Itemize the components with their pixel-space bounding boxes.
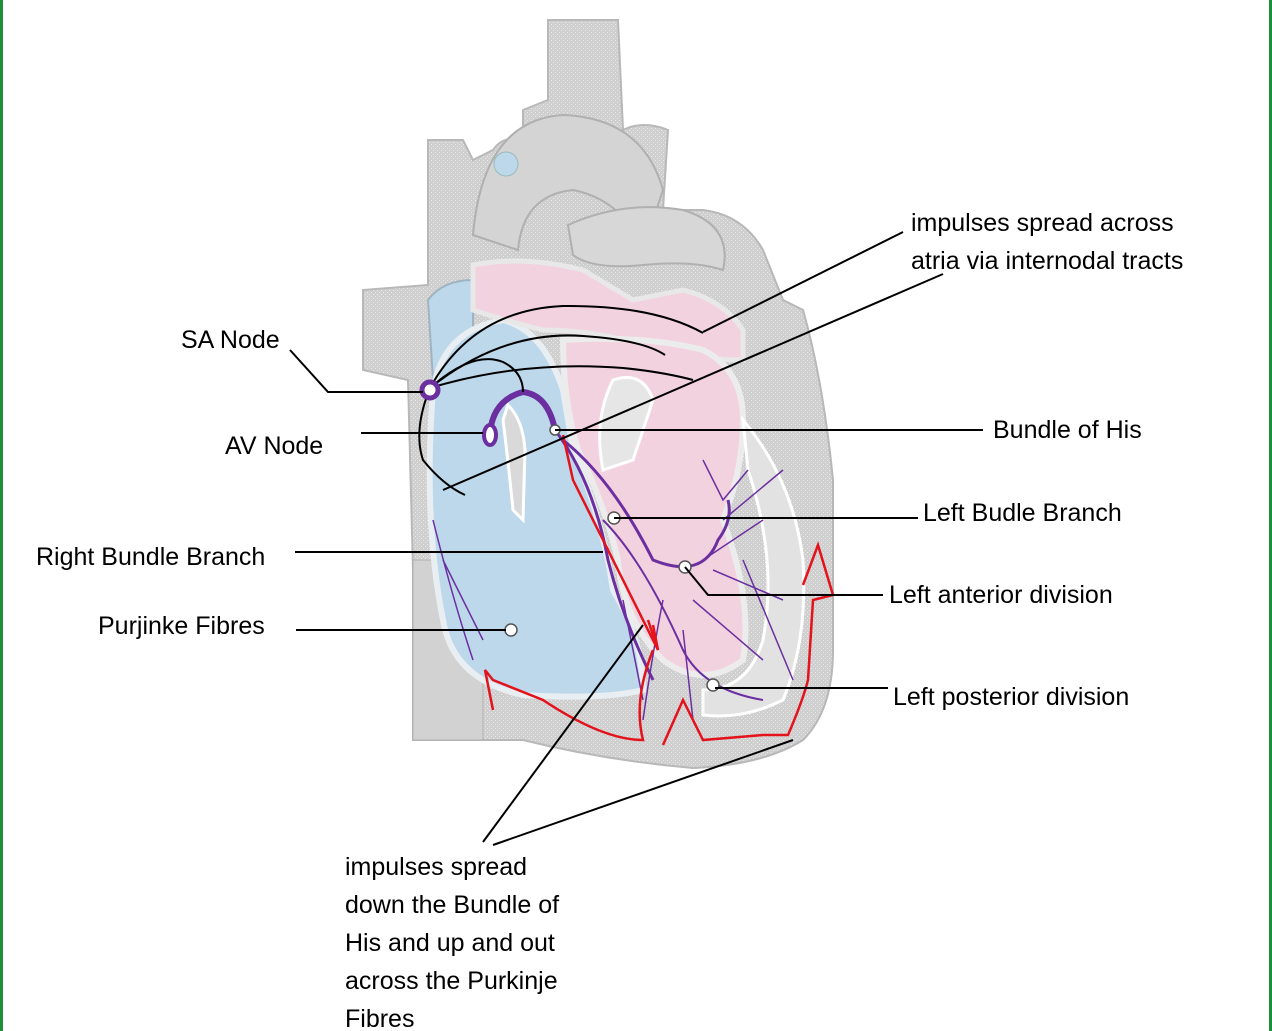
purkinje-marker — [504, 623, 518, 637]
right-bundle-branch-label: Right Bundle Branch — [36, 543, 265, 571]
bottom-note-line-4: across the Purkinje — [345, 967, 558, 995]
av-node-marker — [482, 423, 498, 447]
impulse-route — [483, 434, 835, 746]
purkinje-fibres-label: Purjinke Fibres — [98, 612, 265, 640]
atria-note-line-1: impulses spread across — [911, 209, 1174, 237]
labels: SA Node AV Node Bundle of His Left Budle… — [36, 209, 1183, 1031]
bottom-note-line-2: down the Bundle of — [345, 891, 559, 919]
posterior-division-marker — [706, 678, 720, 692]
bottom-note-leader-2 — [492, 739, 794, 846]
atria-note-leader-1 — [702, 231, 904, 333]
left-posterior-division-label: Left posterior division — [893, 683, 1129, 711]
bottom-note-line-5: Fibres — [345, 1005, 414, 1031]
left-bundle-path — [562, 438, 731, 569]
heart-conduction-diagram: SA Node AV Node Bundle of His Left Budle… — [36, 19, 1183, 1031]
anterior-leader — [684, 566, 883, 596]
sa-node-label: SA Node — [181, 326, 280, 354]
atria-note-leader-2 — [442, 273, 944, 491]
heart-chambers — [426, 258, 806, 718]
bottom-note-line-3: His and up and out — [345, 929, 555, 957]
left-bundle-branch-label: Left Budle Branch — [923, 499, 1122, 527]
av-node-label: AV Node — [225, 432, 323, 460]
leader-lines — [289, 231, 983, 846]
left-anterior-division-label: Left anterior division — [889, 581, 1113, 609]
atria-note-line-2: atria via internodal tracts — [911, 247, 1183, 275]
bottom-note-line-1: impulses spread — [345, 853, 527, 881]
right-bundle-path — [553, 429, 655, 681]
sa-node-marker — [419, 379, 441, 401]
sa-node-leader — [289, 349, 423, 393]
bottom-note-leader-1 — [482, 624, 644, 843]
bundle-of-his-label: Bundle of His — [993, 416, 1142, 444]
